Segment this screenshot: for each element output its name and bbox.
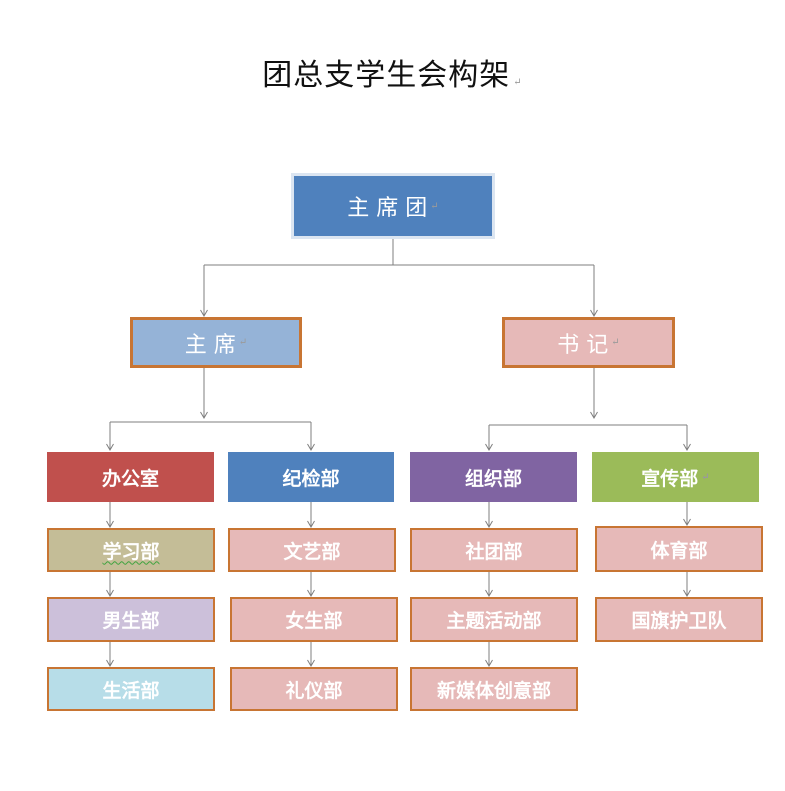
node-chairman: 主 席↵ — [130, 317, 302, 368]
node-male: 男生部 — [47, 597, 215, 642]
node-office: 办公室 — [47, 452, 214, 502]
node-organization-label: 组织部 — [464, 467, 522, 490]
node-clubs-label: 社团部 — [465, 540, 523, 563]
node-secretary: 书 记↵ — [502, 317, 675, 368]
node-discipline: 纪检部 — [228, 452, 394, 502]
node-discipline-label: 纪检部 — [282, 467, 340, 490]
node-flag-guard: 国旗护卫队 — [595, 597, 763, 642]
node-secretary-label: 书 记 — [557, 332, 609, 358]
node-theme: 主题活动部 — [410, 597, 578, 642]
node-theme-label: 主题活动部 — [446, 610, 542, 632]
node-male-label: 男生部 — [102, 610, 160, 632]
node-chairman-label: 主 席 — [184, 332, 236, 358]
node-sports-label: 体育部 — [650, 539, 708, 562]
node-female: 女生部 — [230, 597, 398, 642]
node-study: 学习部 — [47, 528, 215, 572]
node-presidium-label: 主 席 团 — [347, 196, 428, 221]
node-arts: 文艺部 — [228, 528, 396, 572]
node-female-label: 女生部 — [285, 610, 343, 632]
page-title: 团总支学生会构架↵ — [0, 50, 785, 94]
node-sports: 体育部 — [595, 526, 763, 572]
node-flag-guard-label: 国旗护卫队 — [631, 610, 727, 632]
node-office-label: 办公室 — [101, 467, 159, 490]
node-clubs: 社团部 — [410, 528, 578, 572]
title-text: 团总支学生会构架 — [262, 58, 511, 93]
node-media-label: 新媒体创意部 — [436, 679, 551, 702]
paragraph-mark: ↵ — [513, 77, 523, 88]
node-life-label: 生活部 — [102, 679, 160, 702]
node-presidium: 主 席 团↵ — [291, 173, 495, 239]
node-life: 生活部 — [47, 667, 215, 711]
node-etiquette: 礼仪部 — [230, 667, 398, 711]
node-study-label: 学习部 — [102, 540, 160, 563]
node-media: 新媒体创意部 — [410, 667, 578, 711]
node-arts-label: 文艺部 — [283, 540, 341, 563]
node-etiquette-label: 礼仪部 — [285, 679, 343, 702]
node-organization: 组织部 — [410, 452, 577, 502]
node-publicity: 宣传部↵ — [592, 452, 759, 502]
node-publicity-label: 宣传部 — [641, 467, 699, 490]
